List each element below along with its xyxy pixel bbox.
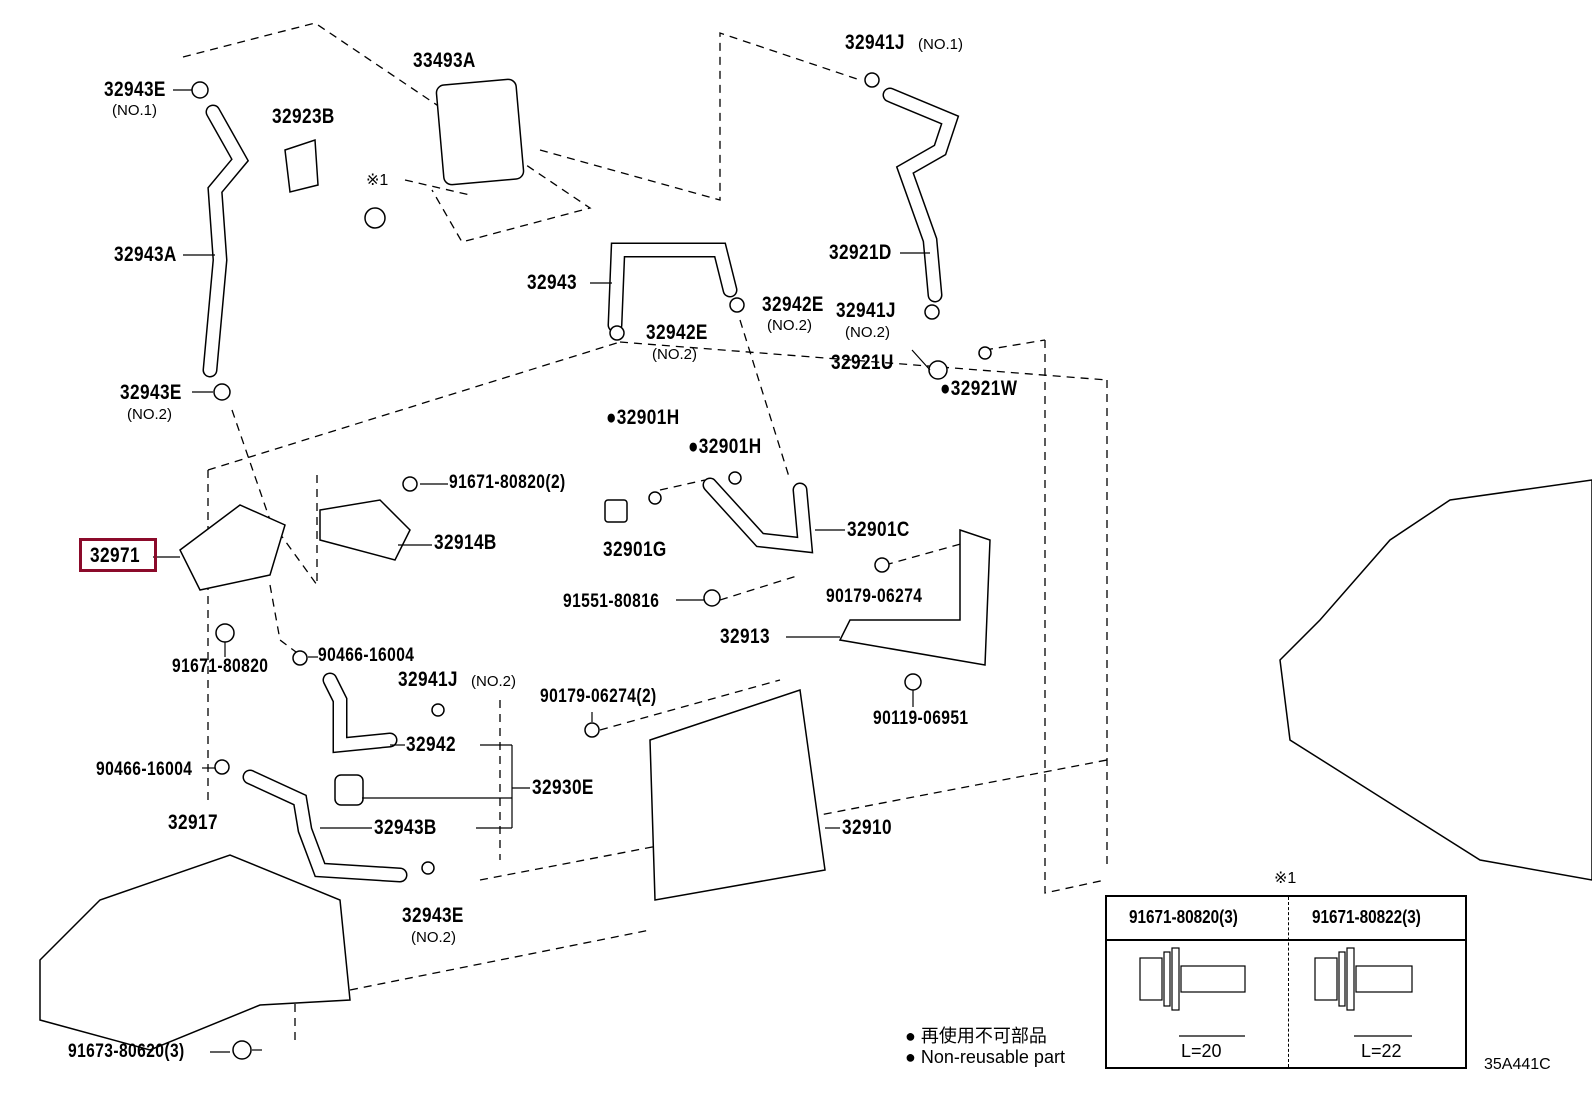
air-duct-32917 — [39, 854, 351, 1051]
bolt-table-divider — [1288, 897, 1289, 1067]
part-label[interactable]: 32941J — [398, 668, 458, 691]
grommet — [334, 774, 364, 806]
part-label[interactable]: 32943A — [114, 243, 177, 266]
diagram-code: 35A441C — [1484, 1056, 1551, 1073]
part-note: (NO.2) — [767, 317, 812, 334]
part-label[interactable]: 91673-80620(3) — [68, 1041, 185, 1062]
bracket-32913 — [838, 528, 991, 666]
bolt-table: 91671-80820(3) 91671-80822(3) L=20 L=22 — [1105, 895, 1467, 1069]
bracket-32914B — [319, 499, 411, 561]
part-note: (NO.2) — [652, 346, 697, 363]
part-label[interactable]: 32942 — [406, 733, 456, 756]
part-label-highlighted[interactable]: 32971 — [90, 544, 140, 567]
bolt-drawings — [1139, 947, 1413, 1037]
part-note: (NO.2) — [845, 324, 890, 341]
part-label[interactable]: 33493A — [413, 49, 476, 72]
part-label[interactable]: 91551-80816 — [563, 591, 660, 612]
components — [39, 72, 1592, 1060]
part-label[interactable]: 32921U — [831, 351, 894, 374]
part-label[interactable]: 32910 — [842, 816, 892, 839]
leader-lines — [153, 89, 931, 1053]
part-label[interactable]: 32901G — [603, 538, 667, 561]
part-label[interactable]: 91671-80820 — [172, 656, 269, 677]
bolt-table-header — [1107, 897, 1465, 941]
engine-partial — [1279, 479, 1592, 881]
part-note: (NO.1) — [112, 102, 157, 119]
oil-cooler-33493A — [435, 78, 525, 186]
hoses — [202, 87, 960, 883]
part-label[interactable]: 32943E — [120, 381, 182, 404]
part-label[interactable]: 32913 — [720, 625, 770, 648]
part-label[interactable]: 32930E — [532, 776, 594, 799]
part-label[interactable]: ●32901H — [688, 435, 762, 458]
part-label[interactable]: ●32901H — [606, 406, 680, 429]
part-label[interactable]: 32943 — [527, 271, 577, 294]
bolt-part-1: 91671-80820(3) — [1129, 907, 1238, 927]
table-marker: ※1 — [1274, 870, 1297, 887]
bolt-length-2: L=22 — [1361, 1041, 1402, 1061]
part-label[interactable]: 32923B — [272, 105, 335, 128]
part-label[interactable]: 32943E — [402, 904, 464, 927]
part-label[interactable]: 90119-06951 — [873, 708, 969, 729]
valve-32971 — [179, 504, 286, 591]
part-label[interactable]: 32942E — [646, 321, 708, 344]
dashed-guides — [182, 22, 1108, 1040]
highlight-box-32971 — [79, 538, 157, 572]
part-label[interactable]: 32921D — [829, 241, 892, 264]
part-label[interactable]: ●32921W — [940, 377, 1018, 400]
clamp-32923B — [284, 138, 319, 193]
bolt-icon — [364, 207, 386, 229]
part-note: (NO.2) — [411, 929, 456, 946]
part-label[interactable]: 32943E — [104, 78, 166, 101]
cooler-32910 — [649, 689, 826, 901]
part-label[interactable]: 32941J — [845, 31, 905, 54]
part-label[interactable]: 90466-16004 — [96, 759, 193, 780]
part-label[interactable]: 32917 — [168, 811, 218, 834]
bolt-length-1: L=20 — [1181, 1041, 1222, 1061]
bolt-part-2: 91671-80822(3) — [1312, 907, 1421, 927]
part-note: (NO.2) — [127, 406, 172, 423]
bolt-marker: ※1 — [366, 172, 389, 189]
part-label[interactable]: 32942E — [762, 293, 824, 316]
part-label[interactable]: 90179-06274 — [826, 586, 923, 607]
part-label[interactable]: 32941J — [836, 299, 896, 322]
part-label[interactable]: 32943B — [374, 816, 437, 839]
part-label[interactable]: 91671-80820(2) — [449, 472, 566, 493]
legend-jp: ● 再使用不可部品 — [905, 1026, 1047, 1046]
part-label[interactable]: 90466-16004 — [318, 645, 415, 666]
part-label[interactable]: 90179-06274(2) — [540, 686, 657, 707]
part-label[interactable]: 32901C — [847, 518, 910, 541]
part-note: (NO.2) — [471, 673, 516, 690]
legend-en: ● Non-reusable part — [905, 1047, 1065, 1067]
bolt-32901G — [604, 499, 628, 523]
part-label[interactable]: 32914B — [434, 531, 497, 554]
part-note: (NO.1) — [918, 36, 963, 53]
